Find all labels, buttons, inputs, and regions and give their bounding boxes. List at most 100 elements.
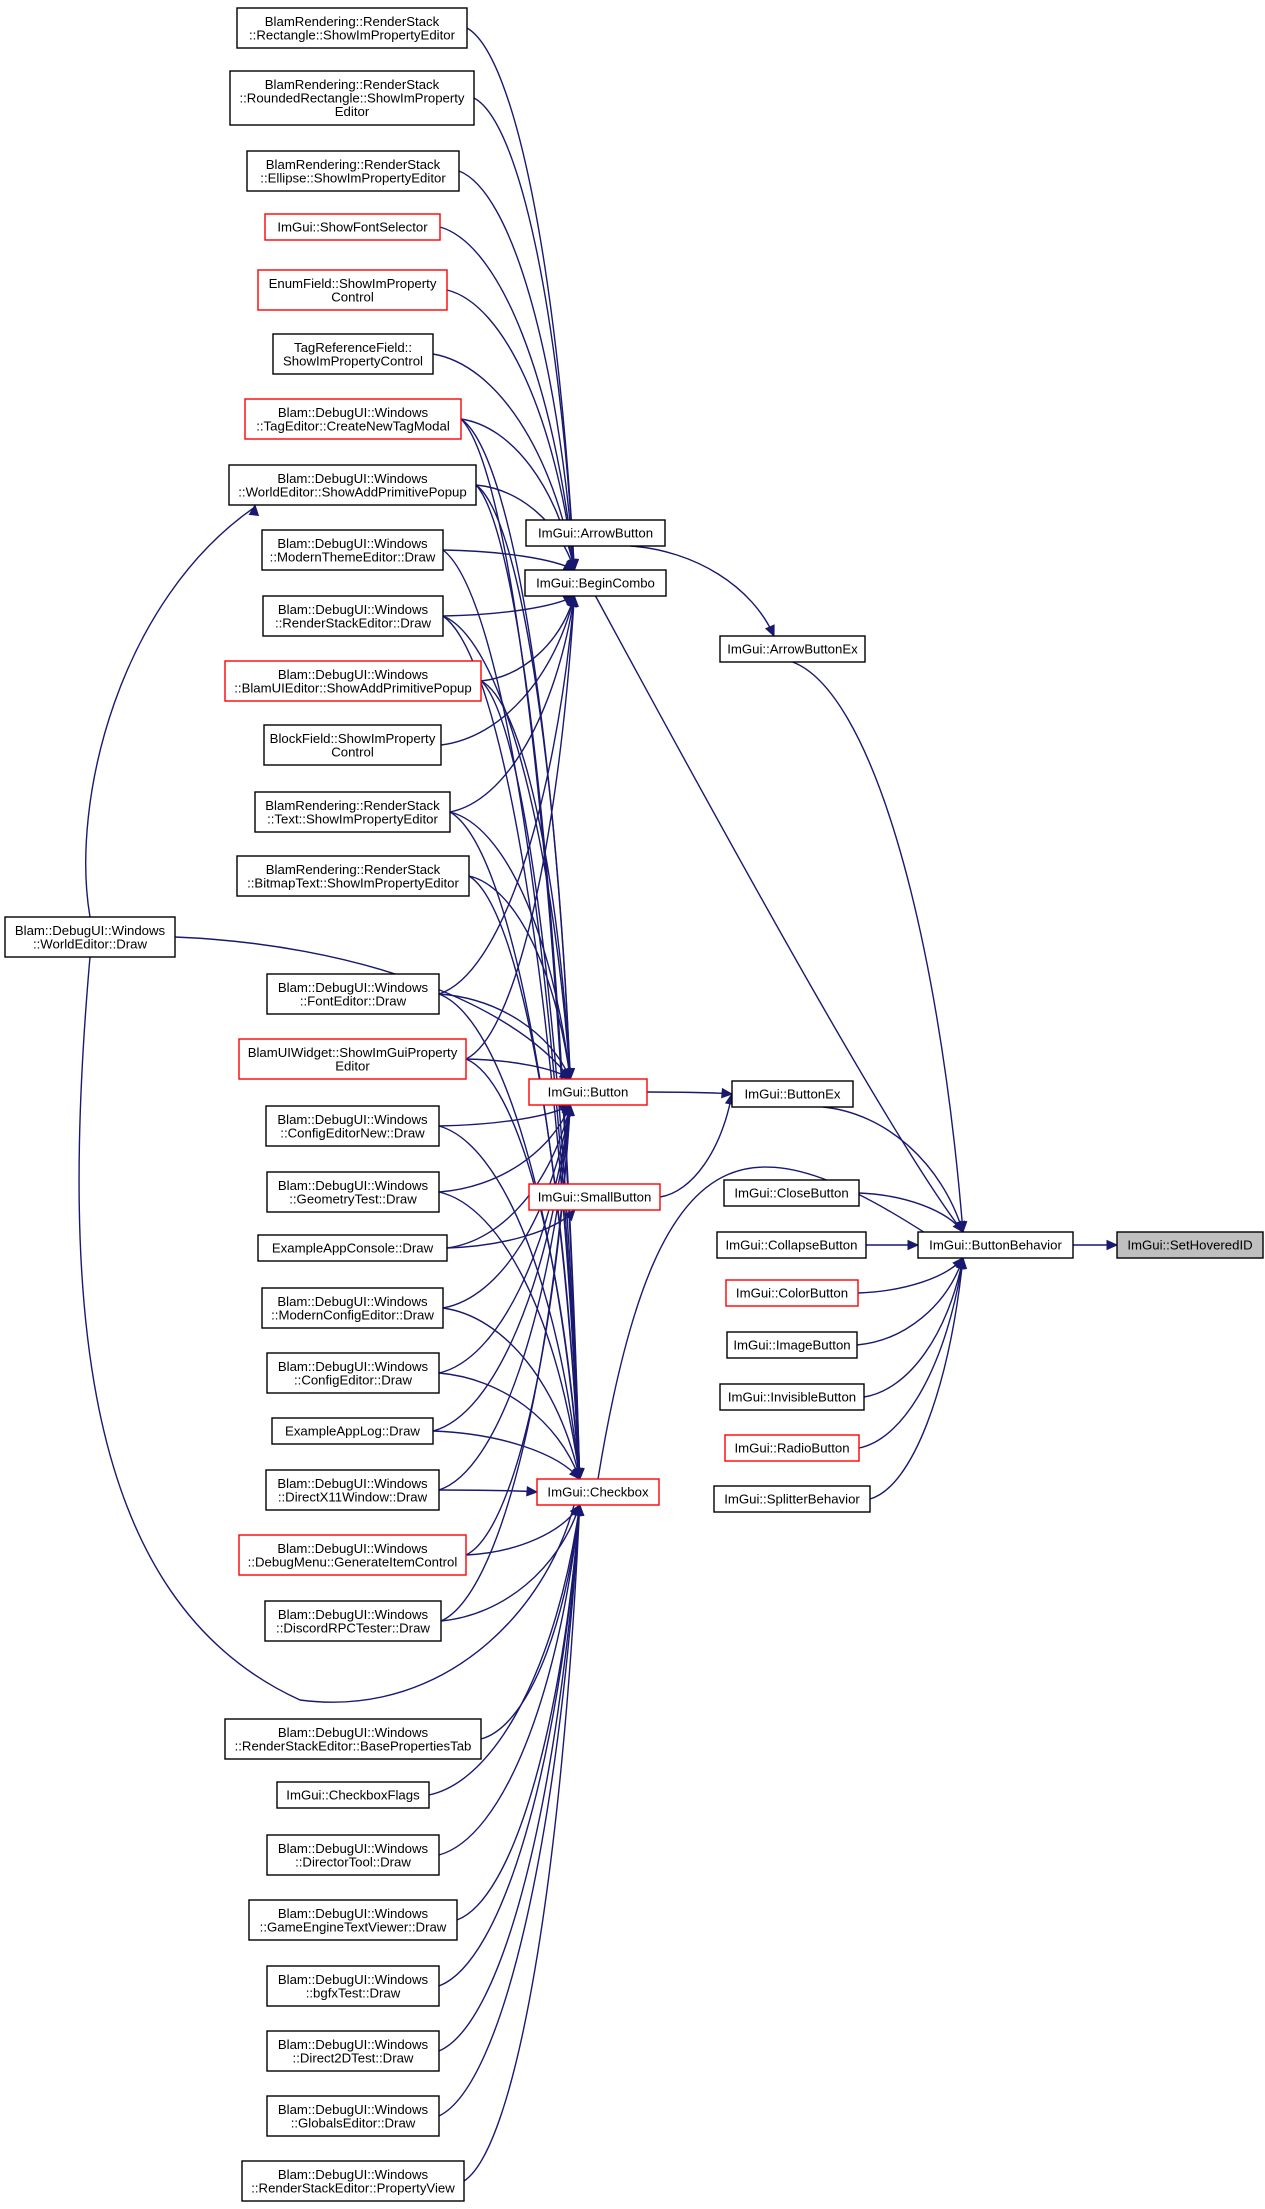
edge-globalsEditor-checkbox <box>438 1504 581 2117</box>
node-label: ::bgfxTest::Draw <box>306 1985 401 2000</box>
node-discord-r-p-c[interactable]: Blam::DebugUI::Windows::DiscordRPCTester… <box>264 1600 442 1642</box>
node-color-button[interactable]: ImGui::ColorButton <box>725 1279 859 1307</box>
arrowhead <box>956 1220 967 1234</box>
node-modern-config-editor[interactable]: Blam::DebugUI::Windows::ModernConfigEdit… <box>261 1287 444 1329</box>
node-label: Blam::DebugUI::Windows <box>278 980 429 995</box>
node-example-app-log[interactable]: ExampleAppLog::Draw <box>271 1417 434 1445</box>
edge-radioButton-buttonBehavior <box>858 1257 964 1449</box>
node-label: ::DebugMenu::GenerateItemControl <box>248 1554 458 1569</box>
node-label: ::WorldEditor::ShowAddPrimitivePopup <box>238 484 466 499</box>
node-render-stack-editor[interactable]: Blam::DebugUI::Windows::RenderStackEdito… <box>262 595 444 637</box>
node-label: ::WorldEditor::Draw <box>33 936 148 951</box>
node-button-ex[interactable]: ImGui::ButtonEx <box>731 1080 854 1108</box>
node-label: ::FontEditor::Draw <box>300 993 407 1008</box>
node-config-editor-new[interactable]: Blam::DebugUI::Windows::ConfigEditorNew:… <box>265 1105 440 1147</box>
edge-blamUIEditorPopup-button <box>480 680 571 1080</box>
node-example-app-console[interactable]: ExampleAppConsole::Draw <box>257 1234 448 1262</box>
arrowhead <box>953 1256 964 1270</box>
edge-configEditorNew-button <box>438 1104 571 1127</box>
node-box <box>266 973 440 1015</box>
node-box <box>528 1183 661 1211</box>
node-rounded-rect-editor[interactable]: BlamRendering::RenderStack::RoundedRecta… <box>229 70 475 126</box>
node-label: Blam::DebugUI::Windows <box>278 1906 429 1921</box>
node-direct2-d-test[interactable]: Blam::DebugUI::Windows::Direct2DTest::Dr… <box>266 2030 440 2072</box>
arrowhead <box>568 594 579 607</box>
node-checkbox-flags[interactable]: ImGui::CheckboxFlags <box>276 1781 430 1809</box>
arrowhead <box>564 1103 575 1116</box>
edge-tagEditorModal-beginCombo <box>460 418 576 571</box>
node-font-editor[interactable]: Blam::DebugUI::Windows::FontEditor::Draw <box>266 973 440 1015</box>
node-enum-field[interactable]: EnumField::ShowImPropertyControl <box>257 269 448 311</box>
node-director-tool[interactable]: Blam::DebugUI::Windows::DirectorTool::Dr… <box>266 1834 440 1876</box>
node-box <box>224 660 482 702</box>
node-world-editor-draw[interactable]: Blam::DebugUI::Windows::WorldEditor::Dra… <box>4 916 176 958</box>
edge-textEditor-beginCombo <box>449 595 576 813</box>
edge-blamUIWidget-checkbox <box>465 1058 581 1480</box>
node-base-properties-tab[interactable]: Blam::DebugUI::Windows::RenderStackEdito… <box>224 1718 482 1760</box>
node-rect-editor[interactable]: BlamRendering::RenderStack::Rectangle::S… <box>236 7 468 49</box>
node-label: ::RenderStackEditor::BasePropertiesTab <box>235 1738 472 1753</box>
node-tag-editor-modal[interactable]: Blam::DebugUI::Windows::TagEditor::Creat… <box>244 398 462 440</box>
node-blam-u-i-editor-popup[interactable]: Blam::DebugUI::Windows::BlamUIEditor::Sh… <box>224 660 482 702</box>
node-label: ImGui::CheckboxFlags <box>286 1788 420 1803</box>
edge-renderStackEditor-beginCombo <box>442 595 575 617</box>
node-image-button[interactable]: ImGui::ImageButton <box>726 1331 858 1359</box>
node-splitter-behavior[interactable]: ImGui::SplitterBehavior <box>713 1485 871 1513</box>
node-box <box>244 398 462 440</box>
node-checkbox[interactable]: ImGui::Checkbox <box>536 1478 660 1506</box>
node-invisible-button[interactable]: ImGui::InvisibleButton <box>719 1383 865 1411</box>
edge-arrowButton-arrowButtonEx <box>630 545 775 637</box>
node-arrow-button[interactable]: ImGui::ArrowButton <box>525 519 666 547</box>
edge-exampleAppLog-checkbox <box>432 1430 581 1480</box>
node-block-field[interactable]: BlockField::ShowImPropertyControl <box>263 724 442 766</box>
node-box <box>1116 1231 1264 1259</box>
node-label: Blam::DebugUI::Windows <box>278 2167 429 2182</box>
node-modern-theme-editor[interactable]: Blam::DebugUI::Windows::ModernThemeEdito… <box>261 529 444 571</box>
node-close-button[interactable]: ImGui::CloseButton <box>723 1179 860 1207</box>
node-label: Editor <box>335 104 370 119</box>
node-text-editor[interactable]: BlamRendering::RenderStack::Text::ShowIm… <box>254 791 451 833</box>
node-box <box>271 1417 434 1445</box>
edge-arrowButtonEx-buttonBehavior <box>792 661 964 1233</box>
node-button[interactable]: ImGui::Button <box>528 1078 648 1106</box>
node-config-editor[interactable]: Blam::DebugUI::Windows::ConfigEditor::Dr… <box>266 1352 440 1394</box>
node-bitmap-text-editor[interactable]: BlamRendering::RenderStack::BitmapText::… <box>236 855 470 897</box>
edge-button-buttonEx <box>646 1091 733 1095</box>
node-radio-button[interactable]: ImGui::RadioButton <box>724 1434 860 1462</box>
node-begin-combo[interactable]: ImGui::BeginCombo <box>524 569 667 597</box>
node-label: Blam::DebugUI::Windows <box>15 923 166 938</box>
node-small-button[interactable]: ImGui::SmallButton <box>528 1183 661 1211</box>
node-bgfx-test[interactable]: Blam::DebugUI::Windows::bgfxTest::Draw <box>266 1965 440 2007</box>
node-box <box>229 70 475 126</box>
node-arrow-button-ex[interactable]: ImGui::ArrowButtonEx <box>719 635 866 663</box>
node-label: ImGui::Button <box>548 1085 629 1100</box>
edge-checkboxFlags-checkbox <box>428 1504 581 1796</box>
node-ellipse-editor[interactable]: BlamRendering::RenderStack::Ellipse::Sho… <box>246 150 460 192</box>
node-tag-ref-field[interactable]: TagReferenceField::ShowImPropertyControl <box>272 333 434 375</box>
node-label: ImGui::Checkbox <box>547 1485 649 1500</box>
node-label: ::RenderStackEditor::Draw <box>275 615 432 630</box>
node-box <box>236 7 468 49</box>
node-show-font-selector[interactable]: ImGui::ShowFontSelector <box>264 213 441 241</box>
node-debug-menu[interactable]: Blam::DebugUI::Windows::DebugMenu::Gener… <box>238 1534 467 1576</box>
node-label: ExampleAppConsole::Draw <box>272 1241 434 1256</box>
node-collapse-button[interactable]: ImGui::CollapseButton <box>716 1231 867 1259</box>
node-property-view[interactable]: Blam::DebugUI::Windows::RenderStackEdito… <box>241 2160 465 2202</box>
edge-direct2DTest-checkbox <box>438 1504 581 2052</box>
node-globals-editor[interactable]: Blam::DebugUI::Windows::GlobalsEditor::D… <box>266 2095 440 2137</box>
node-set-hovered-i-d[interactable]: ImGui::SetHoveredID <box>1116 1231 1264 1259</box>
node-game-engine-text-viewer[interactable]: Blam::DebugUI::Windows::GameEngineTextVi… <box>248 1899 458 1941</box>
node-label: ::DiscordRPCTester::Draw <box>276 1620 430 1635</box>
node-label: BlockField::ShowImProperty <box>270 731 436 746</box>
node-label: ::ConfigEditorNew::Draw <box>280 1125 425 1140</box>
node-label: ::DirectorTool::Draw <box>295 1854 411 1869</box>
node-direct-x11-window[interactable]: Blam::DebugUI::Windows::DirectX11Window:… <box>265 1469 440 1511</box>
node-geometry-test[interactable]: Blam::DebugUI::Windows::GeometryTest::Dr… <box>266 1171 440 1213</box>
node-button-behavior[interactable]: ImGui::ButtonBehavior <box>917 1231 1074 1259</box>
node-label: ImGui::SplitterBehavior <box>724 1492 860 1507</box>
node-label: TagReferenceField:: <box>294 340 412 355</box>
node-box <box>263 724 442 766</box>
edge-roundedRectEditor-beginCombo <box>473 97 576 571</box>
node-world-editor-popup[interactable]: Blam::DebugUI::Windows::WorldEditor::Sho… <box>228 464 477 506</box>
